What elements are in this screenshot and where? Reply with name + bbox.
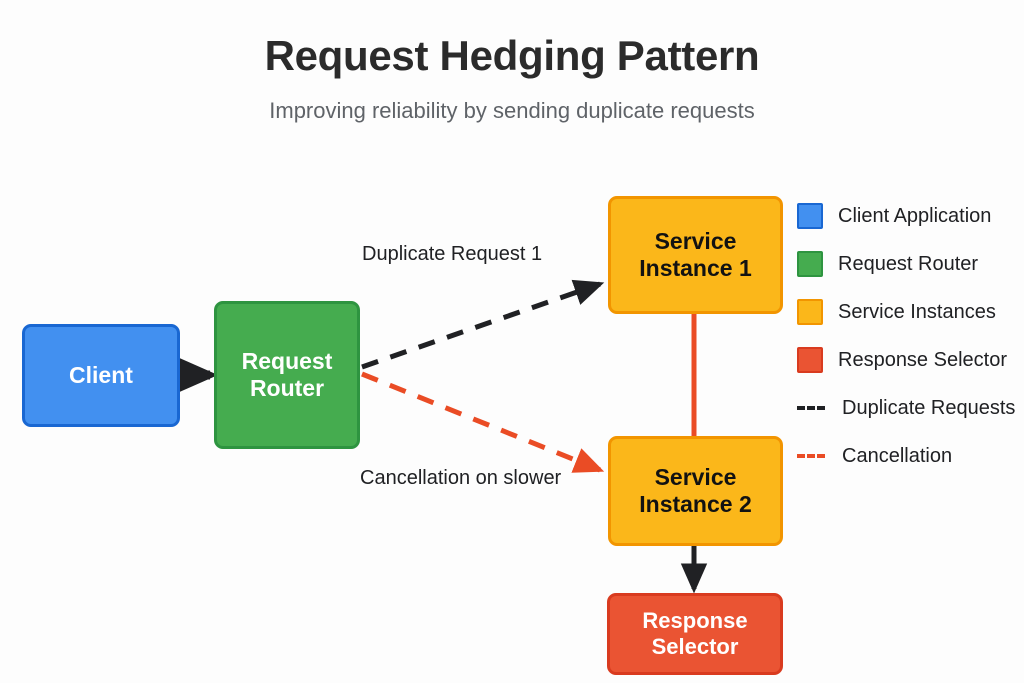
node-service-instance-1-label: Service Instance 1 <box>639 227 752 281</box>
legend-item-service-instances: Service Instances <box>797 288 1024 336</box>
legend-item-request-router: Request Router <box>797 240 1024 288</box>
legend-label: Service Instances <box>838 300 996 323</box>
node-service-instance-2[interactable]: Service Instance 2 <box>608 436 783 546</box>
legend-item-response-selector: Response Selector <box>797 336 1024 384</box>
legend-swatch-icon-amber <box>797 299 823 325</box>
edge-router-to-service2 <box>361 371 605 473</box>
legend-label: Response Selector <box>838 348 1007 371</box>
legend-swatch-icon-blue <box>797 203 823 229</box>
node-response-selector[interactable]: Response Selector <box>607 593 783 675</box>
legend-swatch-icon-red <box>797 347 823 373</box>
legend-label: Cancellation <box>842 444 953 467</box>
edge-router-to-service1 <box>361 279 605 370</box>
legend-label: Duplicate Requests <box>842 396 1016 419</box>
edge-label-duplicate-request: Duplicate Request 1 <box>362 243 543 265</box>
legend-item-client-application: Client Application <box>797 192 1024 240</box>
page-subtitle: Improving reliability by sending duplica… <box>269 98 755 123</box>
legend-swatch-icon-green <box>797 251 823 277</box>
legend-label: Client Application <box>838 204 992 227</box>
dashed-line-icon-red <box>797 443 827 469</box>
node-request-router-label: Request Router <box>241 347 333 401</box>
legend: Client Application Request Router Servic… <box>797 192 1024 480</box>
dashed-line-icon-black <box>797 395 827 421</box>
node-response-selector-label: Response Selector <box>642 608 748 659</box>
node-service-instance-2-label: Service Instance 2 <box>639 463 752 517</box>
node-client[interactable]: Client <box>22 324 180 427</box>
page-title: Request Hedging Pattern <box>264 32 760 79</box>
node-service-instance-1[interactable]: Service Instance 1 <box>608 196 783 314</box>
edge-label-cancellation: Cancellation on slower <box>360 467 562 489</box>
legend-item-duplicate-requests: Duplicate Requests <box>797 384 1024 432</box>
legend-item-cancellation: Cancellation <box>797 432 1024 480</box>
legend-label: Request Router <box>838 252 979 275</box>
node-request-router[interactable]: Request Router <box>214 301 360 449</box>
node-client-label: Client <box>69 361 133 388</box>
